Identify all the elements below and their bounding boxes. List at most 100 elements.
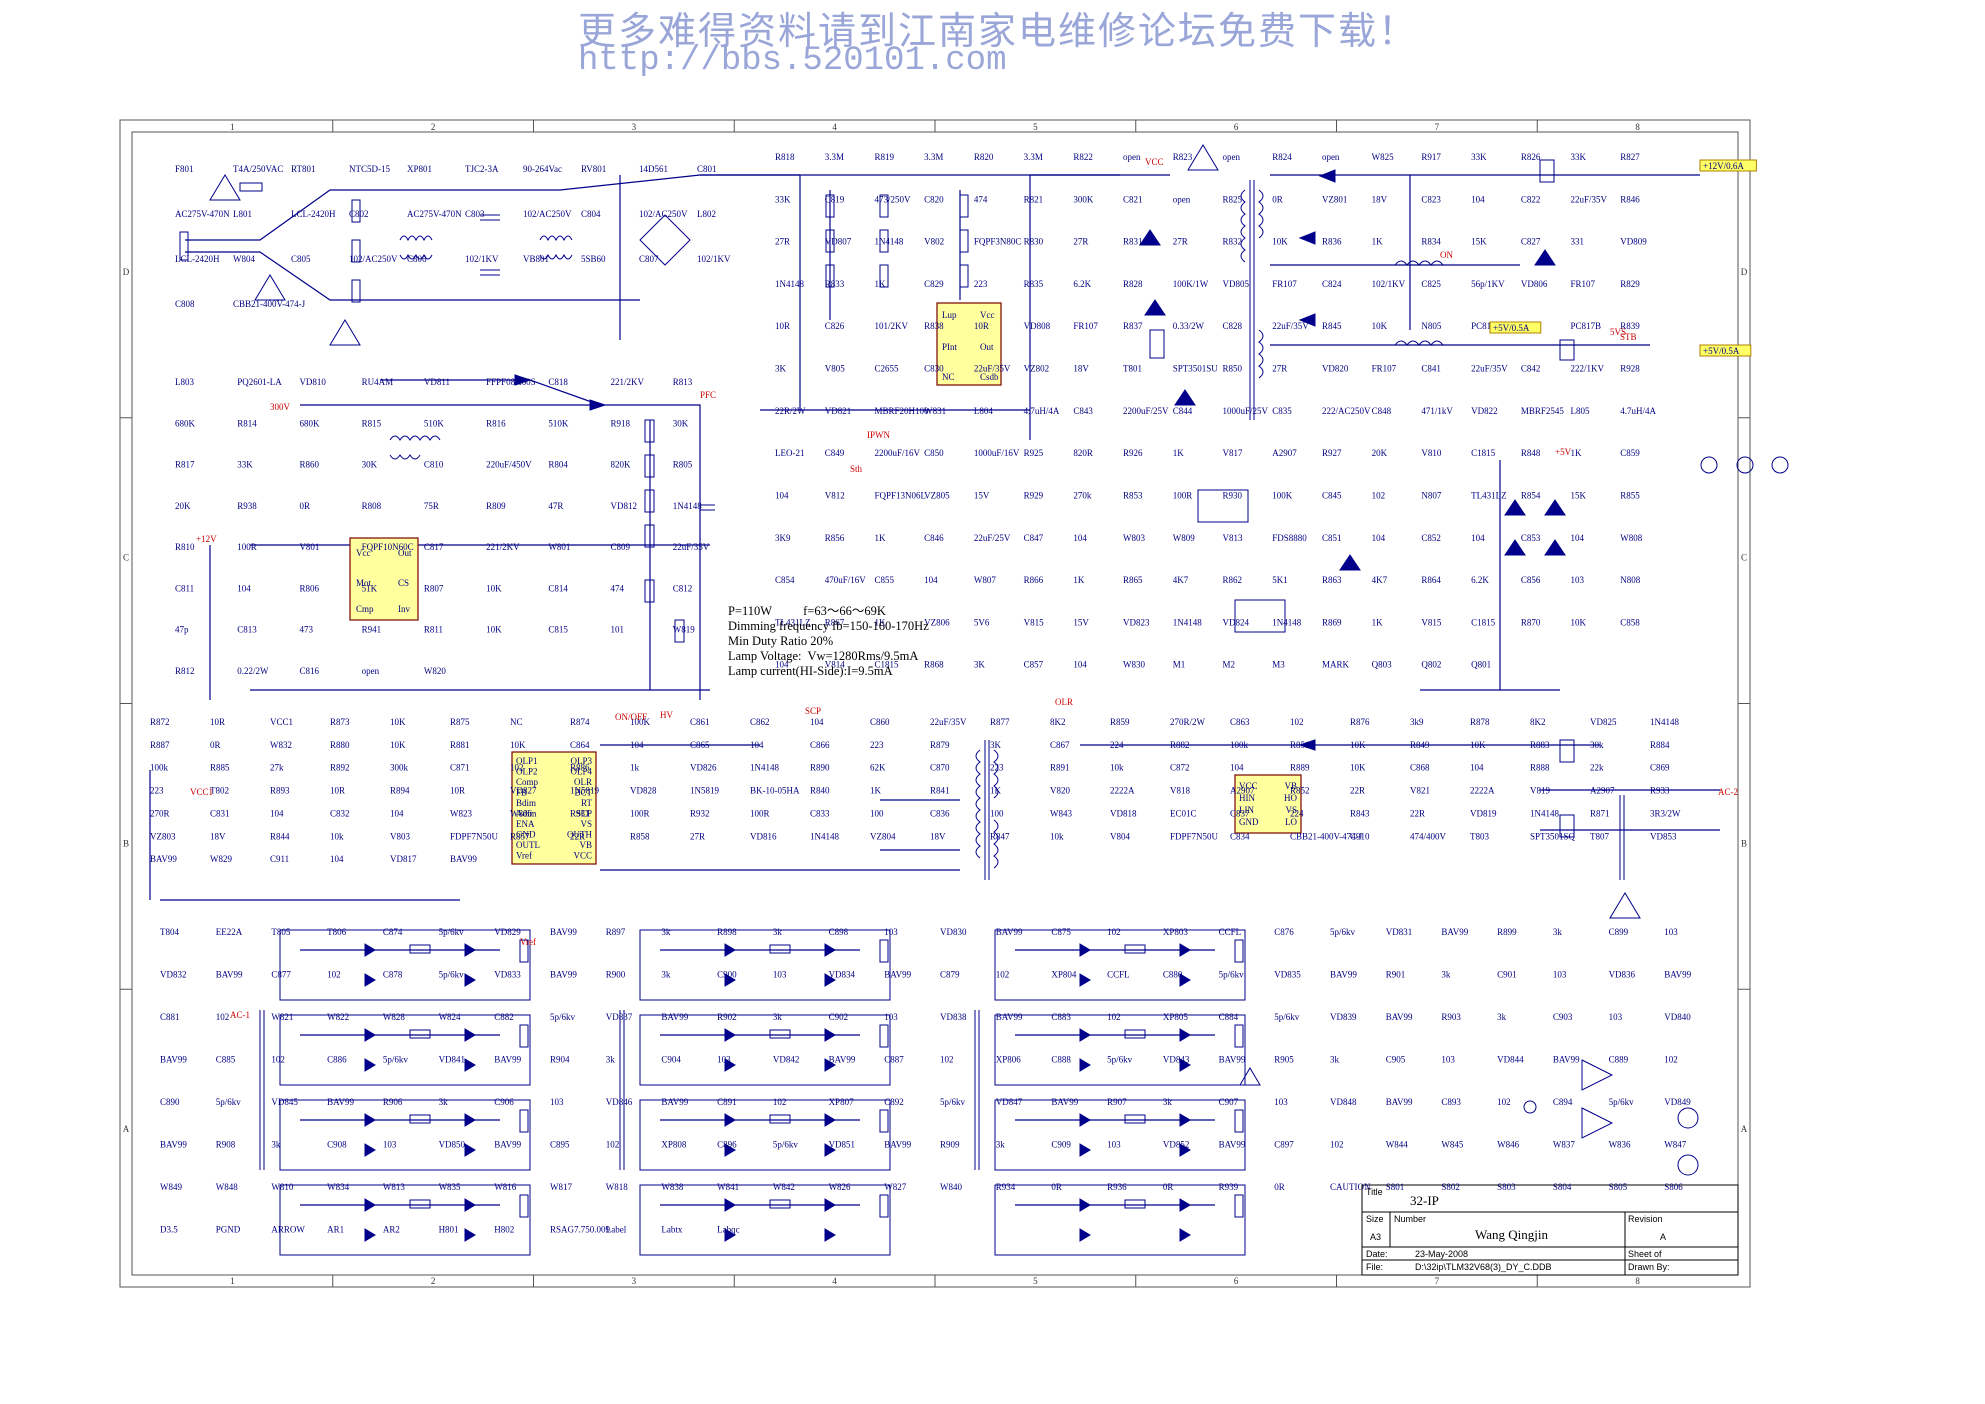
component-label: BK-10-05HA — [750, 786, 800, 796]
component-label: VD845 — [271, 1097, 298, 1107]
mosfet-v803 — [1559, 739, 1575, 763]
component-label: W823 — [450, 808, 472, 818]
component-label: R928 — [1620, 364, 1640, 374]
component-label: R892 — [330, 763, 350, 773]
component-label: R894 — [390, 786, 410, 796]
component-label: 22R — [570, 831, 585, 841]
component-label: R844 — [270, 831, 290, 841]
component-label: 3k — [1163, 1097, 1173, 1107]
component-label: BAV99 — [216, 970, 243, 980]
component-label: RSAG7.750.009 — [550, 1225, 611, 1235]
component-label: R822 — [1073, 152, 1093, 162]
component-label: 6.2K — [1471, 575, 1489, 585]
component-label: R902 — [717, 1012, 737, 1022]
component-label: 10R — [974, 321, 989, 331]
component-label: 102 — [606, 1140, 620, 1150]
net-label: STB — [1620, 332, 1637, 342]
component-label: FQPF13N06L — [874, 490, 926, 500]
component-label: R818 — [775, 152, 795, 162]
component-label: R867 — [825, 617, 845, 627]
component-label: 104 — [270, 808, 284, 818]
component-label: XP804 — [1051, 970, 1077, 980]
component-label: R918 — [611, 418, 631, 428]
component-label: XP807 — [829, 1097, 855, 1107]
component-label: 104 — [775, 660, 789, 670]
component-label: R804 — [548, 460, 568, 470]
component-label: M2 — [1223, 660, 1236, 670]
component-label: R859 — [1110, 717, 1130, 727]
component-label: VD839 — [1330, 1012, 1357, 1022]
component-label: R883 — [1530, 740, 1550, 750]
component-label: C870 — [930, 763, 950, 773]
component-label: 102 — [940, 1055, 954, 1065]
component-label: 102 — [327, 970, 341, 980]
net-label: VCC1 — [190, 787, 213, 797]
svg-text:Csdb: Csdb — [980, 372, 999, 382]
component-label: 331 — [1571, 237, 1585, 247]
component-label: R877 — [990, 717, 1010, 727]
component-label: 47R — [548, 501, 563, 511]
component-label: R908 — [216, 1140, 236, 1150]
component-label: R899 — [1497, 927, 1517, 937]
component-label: VD829 — [494, 927, 521, 937]
component-label: 3.3M — [825, 152, 844, 162]
ic-pin-label: Bdim — [516, 798, 536, 808]
component-label: AC275V-470N — [407, 209, 462, 219]
component-label: 2200uF/16V — [874, 448, 920, 458]
mosfet-v812 — [1539, 159, 1555, 183]
component-label: H802 — [494, 1225, 514, 1235]
ic-pin-label: OLP1 — [516, 756, 538, 766]
component-label: 510K — [548, 418, 569, 428]
component-label: 104 — [1571, 533, 1585, 543]
component-label: Q802 — [1421, 660, 1441, 670]
component-label: R837 — [1123, 321, 1143, 331]
component-label: R880 — [330, 740, 350, 750]
watermark-line-2[interactable]: http://bbs.520101.com — [578, 42, 1007, 80]
component-label: W842 — [773, 1182, 795, 1192]
component-label: R819 — [874, 152, 894, 162]
component-label: R839 — [1620, 321, 1640, 331]
component-label: Labtx — [661, 1225, 682, 1235]
component-label: R886 — [570, 763, 590, 773]
component-label: 102 — [1664, 1055, 1678, 1065]
component-label: VD851 — [829, 1140, 856, 1150]
component-label: 10K — [1272, 237, 1288, 247]
component-label: A2907 — [1590, 786, 1615, 796]
component-label: C803 — [465, 209, 485, 219]
component-label: T806 — [327, 927, 346, 937]
component-label: FQPF10N60C — [362, 542, 414, 552]
component-label: R874 — [570, 717, 590, 727]
component-label: C857 — [1024, 660, 1044, 670]
component-label: VD811 — [424, 377, 450, 387]
component-label: C847 — [1024, 533, 1044, 543]
component-label: 220uF/450V — [486, 460, 532, 470]
component-label: C883 — [1051, 1012, 1071, 1022]
component-label: VD810 — [299, 377, 326, 387]
component-label: R827 — [1620, 152, 1640, 162]
component-label: 22uF/25V — [974, 533, 1011, 543]
component-label: 1N4148 — [1173, 617, 1202, 627]
component-label: VD844 — [1497, 1055, 1524, 1065]
row-marker-left: D — [123, 267, 130, 277]
component-label: BAV99 — [661, 1012, 688, 1022]
net-label: AC-2 — [1718, 787, 1738, 797]
ic-pin-label: OUTL — [516, 840, 540, 850]
sheet-label: Sheet of — [1628, 1249, 1662, 1259]
component-label: 27R — [690, 831, 705, 841]
component-label: C889 — [1609, 1055, 1629, 1065]
inductor-l803 — [389, 435, 441, 441]
component-label: 0R — [1163, 1182, 1174, 1192]
component-label: 474/400V — [1410, 831, 1447, 841]
component-label: C816 — [299, 666, 319, 676]
component-label: VD841 — [439, 1055, 466, 1065]
component-label: C806 — [407, 254, 427, 264]
component-label: VCC1 — [270, 717, 293, 727]
component-label: MARK — [1322, 660, 1350, 670]
component-label: C2655 — [874, 364, 899, 374]
component-label: 102 — [1107, 927, 1121, 937]
component-label: SPT3501SU — [1173, 364, 1219, 374]
component-label: A2907 — [1230, 786, 1255, 796]
component-label: BAV99 — [1664, 970, 1691, 980]
